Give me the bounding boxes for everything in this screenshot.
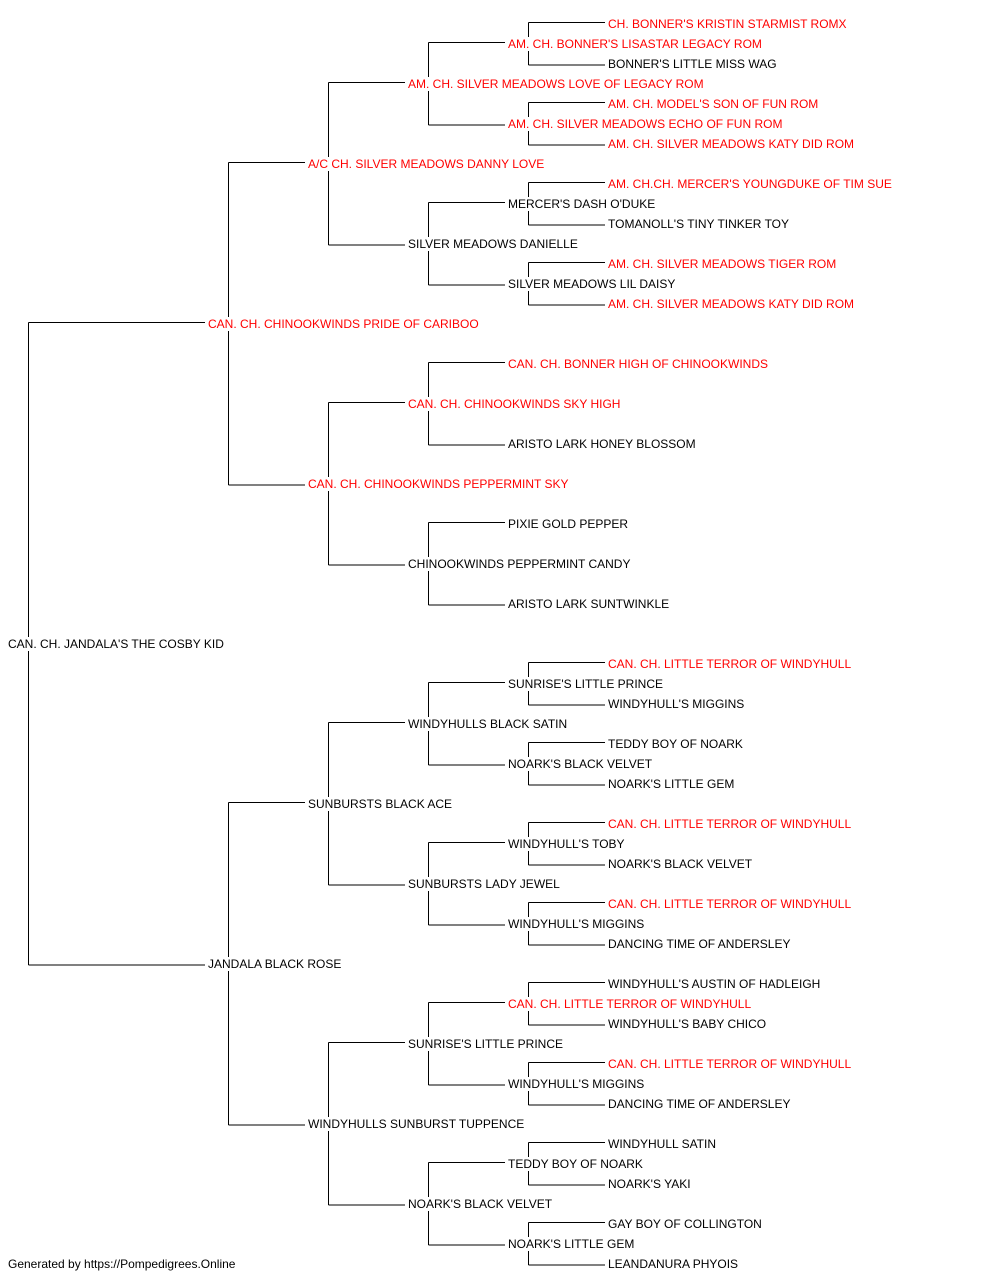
sire-name: CAN. CH. CHINOOKWINDS PRIDE OF CARIBOO [207,317,480,331]
ancestor-name: BONNER'S LITTLE MISS WAG [607,57,778,71]
ancestor-name: SUNBURSTS LADY JEWEL [407,877,561,891]
ancestor-name: WINDYHULL'S AUSTIN OF HADLEIGH [607,977,822,991]
ancestor-name: WINDYHULL'S MIGGINS [507,1077,646,1091]
subject-name: CAN. CH. JANDALA'S THE COSBY KID [7,637,225,651]
generated-by-footer: Generated by https://Pompedigrees.Online [8,1257,236,1271]
ancestor-name: WINDYHULL'S MIGGINS [607,697,746,711]
ancestor-name: NOARK'S LITTLE GEM [607,777,736,791]
ancestor-name: WINDYHULL'S TOBY [507,837,626,851]
ancestor-name: WINDYHULLS BLACK SATIN [407,717,569,731]
ancestor-name: CAN. CH. BONNER HIGH OF CHINOOKWINDS [507,357,770,371]
ancestor-name: NOARK'S BLACK VELVET [407,1197,554,1211]
ancestor-name: AM. CH. SILVER MEADOWS TIGER ROM [607,257,838,271]
ancestor-name: AM. CH.CH. MERCER'S YOUNGDUKE OF TIM SUE [607,177,893,191]
dam-sire-name: SUNBURSTS BLACK ACE [307,797,454,811]
ancestor-name: AM. CH. BONNER'S LISASTAR LEGACY ROM [507,37,763,51]
ancestor-name: CHINOOKWINDS PEPPERMINT CANDY [407,557,632,571]
ancestor-name: NOARK'S LITTLE GEM [507,1237,636,1251]
ancestor-name: ARISTO LARK HONEY BLOSSOM [507,437,697,451]
ancestor-name: CH. BONNER'S KRISTIN STARMIST ROMX [607,17,848,31]
ancestor-name: AM. CH. SILVER MEADOWS KATY DID ROM [607,137,856,151]
ancestor-name: CAN. CH. CHINOOKWINDS SKY HIGH [407,397,622,411]
ancestor-name: WINDYHULL'S BABY CHICO [607,1017,768,1031]
ancestor-name: ARISTO LARK SUNTWINKLE [507,597,671,611]
ancestor-name: PIXIE GOLD PEPPER [507,517,630,531]
dam-name: JANDALA BLACK ROSE [207,957,343,971]
ancestor-name: WINDYHULL SATIN [607,1137,718,1151]
sire-dam-name: CAN. CH. CHINOOKWINDS PEPPERMINT SKY [307,477,570,491]
ancestor-name: MERCER'S DASH O'DUKE [507,197,657,211]
ancestor-name: CAN. CH. LITTLE TERROR OF WINDYHULL [607,897,853,911]
ancestor-name: DANCING TIME OF ANDERSLEY [607,937,792,951]
ancestor-name: TOMANOLL'S TINY TINKER TOY [607,217,791,231]
ancestor-name: LEANDANURA PHYOIS [607,1257,740,1271]
ancestor-name: GAY BOY OF COLLINGTON [607,1217,763,1231]
ancestor-name: NOARK'S BLACK VELVET [507,757,654,771]
dam-dam-name: WINDYHULLS SUNBURST TUPPENCE [307,1117,526,1131]
ancestor-name: AM. CH. SILVER MEADOWS ECHO OF FUN ROM [507,117,784,131]
ancestor-name: DANCING TIME OF ANDERSLEY [607,1097,792,1111]
ancestor-name: SUNRISE'S LITTLE PRINCE [407,1037,564,1051]
ancestor-name: SILVER MEADOWS LIL DAISY [507,277,677,291]
ancestor-name: SUNRISE'S LITTLE PRINCE [507,677,664,691]
ancestor-name: AM. CH. SILVER MEADOWS LOVE OF LEGACY RO… [407,77,705,91]
ancestor-name: NOARK'S YAKI [607,1177,692,1191]
ancestor-name: CAN. CH. LITTLE TERROR OF WINDYHULL [607,817,853,831]
sire-sire-name: A/C CH. SILVER MEADOWS DANNY LOVE [307,157,546,171]
ancestor-name: NOARK'S BLACK VELVET [607,857,754,871]
ancestor-name: AM. CH. MODEL'S SON OF FUN ROM [607,97,820,111]
ancestor-name: WINDYHULL'S MIGGINS [507,917,646,931]
ancestor-name: CAN. CH. LITTLE TERROR OF WINDYHULL [507,997,753,1011]
ancestor-name: CAN. CH. LITTLE TERROR OF WINDYHULL [607,657,853,671]
ancestor-name: AM. CH. SILVER MEADOWS KATY DID ROM [607,297,856,311]
ancestor-name: SILVER MEADOWS DANIELLE [407,237,579,251]
ancestor-name: TEDDY BOY OF NOARK [507,1157,644,1171]
ancestor-name: CAN. CH. LITTLE TERROR OF WINDYHULL [607,1057,853,1071]
ancestor-name: TEDDY BOY OF NOARK [607,737,744,751]
